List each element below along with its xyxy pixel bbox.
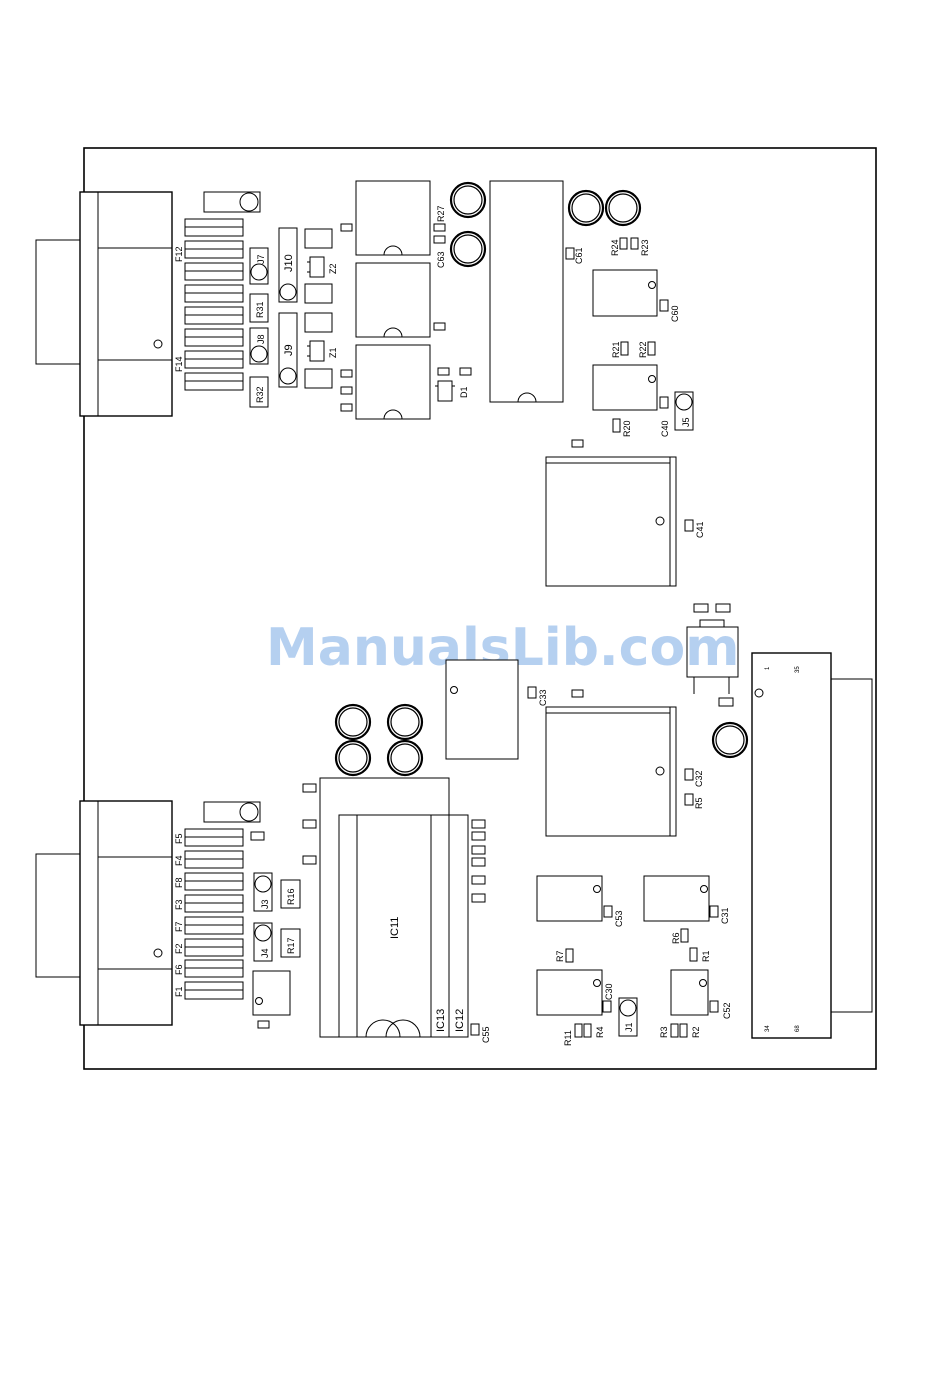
bottom-left-connector bbox=[36, 801, 172, 1025]
label-R11: R11 bbox=[563, 1030, 573, 1046]
label-C53: C53 bbox=[614, 910, 624, 927]
label-J1: J1 bbox=[624, 1022, 634, 1032]
label-R5: R5 bbox=[694, 797, 704, 809]
label-J10: J10 bbox=[283, 254, 295, 272]
label-C52: C52 bbox=[722, 1002, 732, 1019]
label-F12: F12 bbox=[174, 246, 184, 262]
label-R3: R3 bbox=[659, 1026, 669, 1038]
label-C63: C63 bbox=[436, 251, 446, 268]
label-Z2: Z2 bbox=[328, 263, 338, 274]
label-R27: R27 bbox=[436, 205, 446, 222]
label-C55: C55 bbox=[481, 1026, 491, 1043]
label-J3: J3 bbox=[260, 899, 270, 909]
label-R22: R22 bbox=[638, 341, 648, 358]
label-R24: R24 bbox=[610, 239, 620, 256]
label-F6: F6 bbox=[174, 964, 184, 975]
label-F7: F7 bbox=[174, 921, 184, 932]
label-IC13: IC13 bbox=[435, 1009, 447, 1032]
label-R1: R1 bbox=[701, 950, 711, 962]
label-J4: J4 bbox=[260, 948, 270, 958]
label-pin68: 68 bbox=[795, 1025, 801, 1032]
label-pin34: 34 bbox=[765, 1025, 771, 1032]
label-F8: F8 bbox=[174, 877, 184, 888]
label-R4: R4 bbox=[595, 1026, 605, 1038]
label-R32: R32 bbox=[255, 386, 265, 403]
label-C30: C30 bbox=[604, 983, 614, 1000]
label-F2: F2 bbox=[174, 943, 184, 954]
label-R31: R31 bbox=[255, 301, 265, 318]
label-R2: R2 bbox=[691, 1026, 701, 1038]
label-C40: C40 bbox=[660, 420, 670, 437]
label-J9: J9 bbox=[283, 344, 295, 356]
label-pin35: 35 bbox=[795, 666, 801, 673]
label-R23: R23 bbox=[640, 239, 650, 256]
top-left-connector bbox=[36, 192, 172, 416]
label-C41: C41 bbox=[695, 521, 705, 538]
label-F14: F14 bbox=[174, 356, 184, 372]
label-F3: F3 bbox=[174, 899, 184, 910]
label-C32: C32 bbox=[694, 770, 704, 787]
label-C31: C31 bbox=[720, 907, 730, 924]
label-F1: F1 bbox=[174, 986, 184, 997]
label-R6: R6 bbox=[671, 932, 681, 944]
label-J5: J5 bbox=[681, 417, 691, 427]
label-Z1: Z1 bbox=[328, 347, 338, 358]
label-C60: C60 bbox=[670, 305, 680, 322]
label-C33: C33 bbox=[538, 689, 548, 706]
label-R7: R7 bbox=[555, 950, 565, 962]
label-IC11: IC11 bbox=[389, 917, 401, 939]
label-F5: F5 bbox=[174, 833, 184, 844]
label-D1: D1 bbox=[459, 386, 469, 398]
label-R16: R16 bbox=[286, 888, 296, 905]
label-R17: R17 bbox=[286, 937, 296, 954]
label-R20: R20 bbox=[622, 420, 632, 437]
label-C61: C61 bbox=[574, 247, 584, 264]
label-J8: J8 bbox=[256, 334, 266, 344]
label-IC12: IC12 bbox=[454, 1009, 466, 1032]
label-F4: F4 bbox=[174, 855, 184, 866]
label-J7: J7 bbox=[256, 254, 266, 264]
label-R21: R21 bbox=[611, 341, 621, 358]
